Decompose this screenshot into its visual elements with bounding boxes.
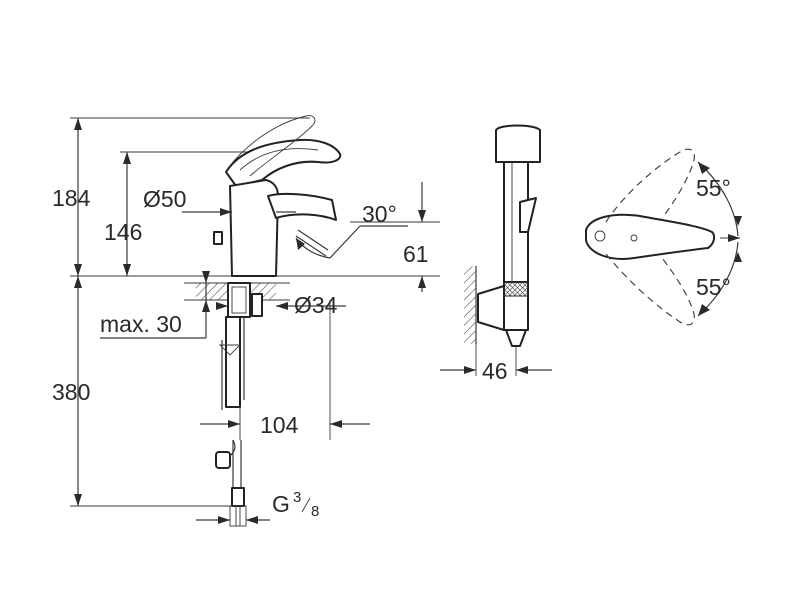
dim-146-label: 146 — [104, 219, 142, 245]
faucet-side-view — [196, 115, 342, 527]
dim-spout-height: 146 — [104, 152, 142, 276]
thread-g-label: G — [272, 491, 290, 517]
rotation-upper-label: 55° — [696, 175, 731, 201]
dim-diameter-body: Ø50 — [143, 186, 296, 216]
dim-thread: G 3 8 — [196, 489, 319, 524]
dim-30deg-label: 30° — [362, 201, 397, 227]
dim-height-total: 184 — [52, 118, 91, 276]
dim-max-deck: max. 30 — [100, 271, 210, 339]
dim-spout-angle: 30° — [295, 201, 408, 259]
dim-diameter-hole: Ø34 — [216, 292, 346, 318]
lever-top-view: 55° 55° — [585, 148, 742, 326]
dim-reach: 104 — [200, 412, 370, 438]
hand-shower-view: 46 — [440, 124, 552, 384]
dim-hose-length: 380 — [52, 276, 90, 506]
thread-denominator: 8 — [311, 503, 319, 520]
dim-380-label: 380 — [52, 379, 90, 405]
rotation-lower-label: 55° — [696, 274, 731, 300]
dim-46-label: 46 — [482, 358, 508, 384]
dim-61-label: 61 — [403, 241, 429, 267]
dim-o34-label: Ø34 — [294, 292, 338, 318]
dim-max30-label: max. 30 — [100, 311, 182, 337]
dim-184-label: 184 — [52, 185, 91, 211]
thread-numerator: 3 — [293, 489, 301, 506]
dim-spout-clearance: 61 — [350, 182, 440, 292]
dim-104-label: 104 — [260, 412, 299, 438]
dim-o50-label: Ø50 — [143, 186, 186, 212]
